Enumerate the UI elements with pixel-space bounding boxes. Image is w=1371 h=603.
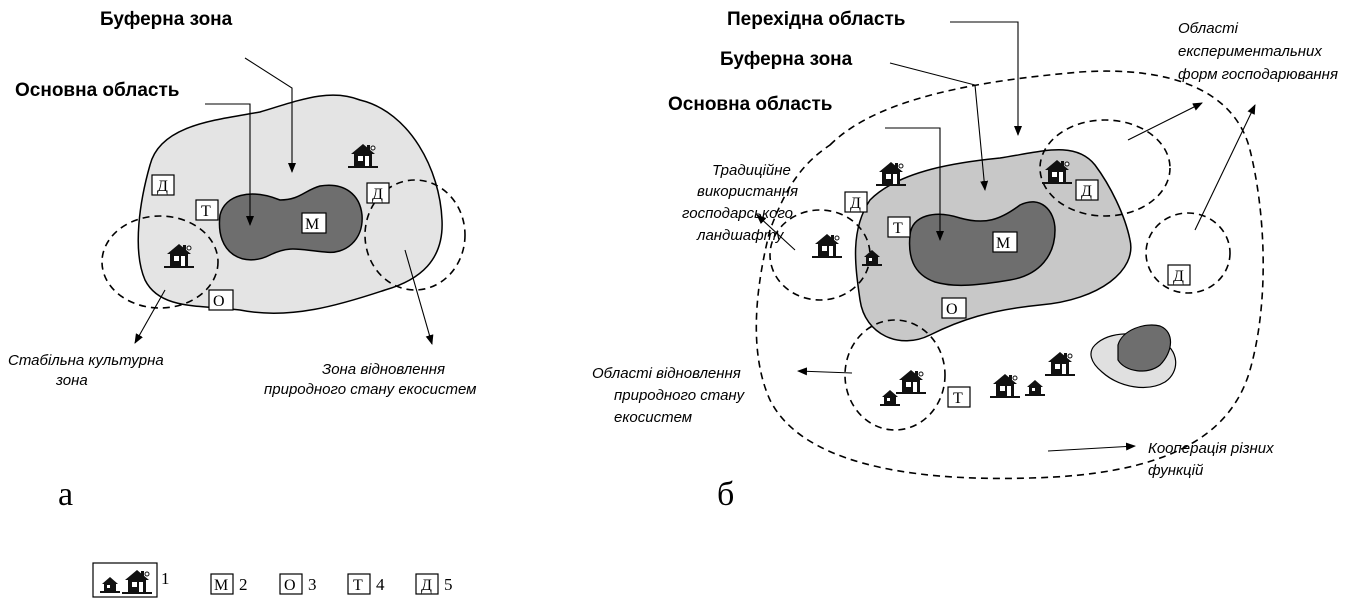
core-area-b <box>908 201 1056 287</box>
experimental-label-2: експериментальних <box>1178 43 1322 60</box>
experimental-arrow-1 <box>1127 102 1203 141</box>
restore-zone-label-a: Зона відновлення <box>322 361 445 378</box>
code-box-T-b1: Т <box>887 216 911 238</box>
panel-letter-a: а <box>58 476 73 513</box>
stable-zone-arrow <box>134 289 166 344</box>
experimental-zone-outline-2 <box>1145 212 1231 294</box>
svg-text:3: 3 <box>308 575 317 594</box>
code-box-O-a: О <box>208 289 234 311</box>
legend-item-2: М 2 <box>210 573 248 595</box>
svg-text:4: 4 <box>376 575 385 594</box>
code-box-D-a2: Д <box>366 182 390 204</box>
svg-text:О: О <box>284 577 296 594</box>
stable-culture-zone-outline <box>101 215 219 309</box>
small-core-zone <box>1117 324 1172 372</box>
cooperation-label-2: функцій <box>1148 462 1204 479</box>
svg-text:Д: Д <box>421 577 432 594</box>
traditional-label-2: використання <box>697 183 798 200</box>
restore-zone-outline-b <box>844 319 946 431</box>
settlement-icon-b7 <box>990 373 1020 398</box>
code-box-D-b1: Д <box>844 191 868 213</box>
transition-area-outline <box>755 70 1264 480</box>
experimental-arrow-2 <box>1194 104 1256 231</box>
svg-text:Д: Д <box>850 195 861 212</box>
core-area-label-b: Основна область <box>668 94 833 115</box>
settlement-icon-b8 <box>1025 380 1045 396</box>
svg-text:Д: Д <box>1173 268 1184 285</box>
transition-area-label: Перехідна область <box>727 9 905 30</box>
restore-zone-outline-a <box>364 179 466 291</box>
svg-text:2: 2 <box>239 575 248 594</box>
code-box-D-a1: Д <box>151 174 175 196</box>
buffer-arrow-a <box>244 57 296 173</box>
core-arrow-b <box>885 127 944 241</box>
legend-item-4: Т 4 <box>347 573 385 595</box>
svg-text:Д: Д <box>157 178 168 195</box>
core-area-a <box>218 184 363 261</box>
experimental-zone-outline-1 <box>1039 119 1171 217</box>
traditional-label-1: Традиційне <box>712 162 791 179</box>
settlement-icon-b9 <box>1045 351 1075 376</box>
settlement-icon-b2 <box>812 233 842 258</box>
buffer-zone-label-a: Буферна зона <box>100 9 233 30</box>
svg-text:5: 5 <box>444 575 453 594</box>
svg-text:М: М <box>996 235 1010 252</box>
code-box-M-b: М <box>992 231 1018 253</box>
transition-arrow <box>950 21 1022 136</box>
restore-zone-arrow-a <box>404 249 434 345</box>
restore-label-b-1: Області відновлення <box>592 365 741 382</box>
legend-item-1: 1 <box>92 562 170 598</box>
code-box-D-b2: Д <box>1075 179 1099 201</box>
panel-a: Буферна зона Основна область Д Т М Д О С… <box>8 9 476 513</box>
svg-text:О: О <box>946 301 958 318</box>
svg-text:Т: Т <box>201 203 211 220</box>
svg-text:Д: Д <box>1081 183 1092 200</box>
legend: 1 М 2 О 3 Т 4 Д 5 <box>92 562 453 598</box>
restore-zone-label-a-2: природного стану екосистем <box>264 381 476 398</box>
traditional-label-4: ландшафту <box>696 227 785 244</box>
buffer-arrow-b <box>889 62 989 191</box>
svg-text:Т: Т <box>893 220 903 237</box>
restore-label-b-3: екосистем <box>614 409 692 426</box>
panel-b: Перехідна область Буферна зона Основна о… <box>592 9 1338 513</box>
cooperation-arrow <box>1047 442 1136 452</box>
stable-zone-label: Стабільна культурна <box>8 352 164 369</box>
panel-letter-b: б <box>717 476 734 513</box>
code-box-T-b2: Т <box>947 386 971 408</box>
svg-text:Т: Т <box>353 577 363 594</box>
svg-text:Д: Д <box>372 186 383 203</box>
svg-text:М: М <box>214 577 228 594</box>
svg-text:М: М <box>305 216 319 233</box>
cooperation-label-1: Кооперація різних <box>1148 440 1274 457</box>
restore-arrow-b <box>797 367 853 376</box>
settlement-icon-b5 <box>896 369 926 394</box>
core-arrow-a <box>205 103 254 226</box>
core-area-label-a: Основна область <box>15 80 180 101</box>
code-box-O-b: О <box>941 297 967 319</box>
traditional-label-3: господарського <box>682 205 793 222</box>
stable-zone-label-2: зона <box>55 372 88 389</box>
code-box-M-a: М <box>301 212 327 234</box>
buffer-zone-label-b: Буферна зона <box>720 49 853 70</box>
legend-item-5: Д 5 <box>415 573 453 595</box>
restore-label-b-2: природного стану <box>614 387 746 404</box>
svg-text:Т: Т <box>953 390 963 407</box>
traditional-arrow <box>756 214 796 251</box>
experimental-label-3: форм господарювання <box>1178 66 1338 83</box>
svg-text:О: О <box>213 293 225 310</box>
svg-text:1: 1 <box>161 569 170 588</box>
code-box-D-b3: Д <box>1167 264 1191 286</box>
code-box-T-a: Т <box>195 199 219 221</box>
legend-item-3: О 3 <box>279 573 317 595</box>
experimental-label-1: Області <box>1178 20 1239 37</box>
